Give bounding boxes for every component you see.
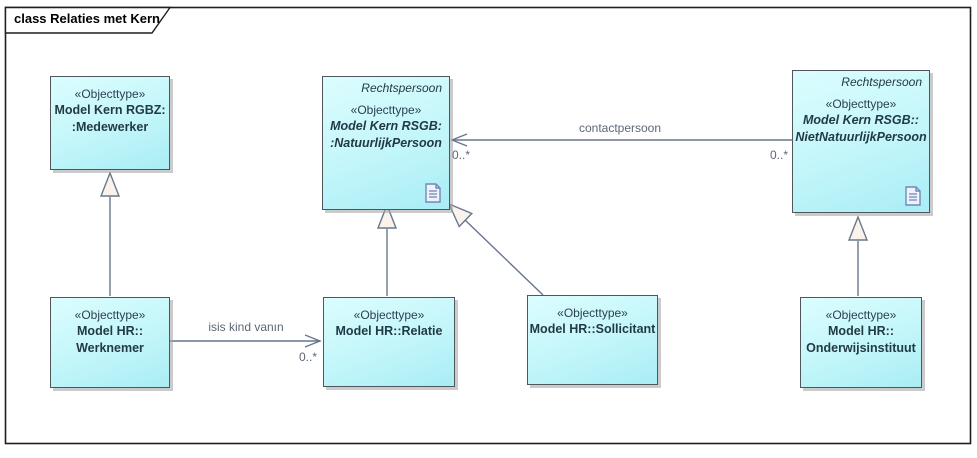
stereotype-label: «Objecttype»	[825, 97, 897, 111]
document-icon	[425, 183, 441, 203]
class-name-line: Model Kern RGBZ:	[54, 103, 166, 117]
class-name-line: Model Kern RSGB::	[803, 113, 919, 127]
association-label-contactpersoon: contactpersoon	[578, 121, 662, 135]
stereotype-label: «Objecttype»	[353, 308, 425, 322]
class-nietnatuurlijkpersoon[interactable]: Rechtspersoon «Objecttype» Model Kern RS…	[792, 70, 930, 213]
diagram-title-tab	[4, 6, 172, 34]
multiplicity-label: 0..*	[769, 148, 788, 162]
generalization-relatie-natuurlijkpersoon[interactable]	[376, 203, 398, 296]
class-medewerker[interactable]: «Objecttype» Model Kern RGBZ: :Medewerke…	[50, 76, 170, 170]
document-icon	[905, 186, 921, 206]
class-natuurlijkpersoon[interactable]: Rechtspersoon «Objecttype» Model Kern RS…	[322, 76, 450, 210]
association-label-is-kind-van: isis kind vanın	[208, 320, 284, 334]
diagram-title: class Relaties met Kern	[14, 11, 160, 26]
generalization-werknemer-medewerker[interactable]	[99, 171, 121, 296]
multiplicity-label: 0..*	[452, 148, 471, 162]
stereotype-label: «Objecttype»	[350, 103, 422, 117]
generalization-sollicitant-natuurlijkpersoon[interactable]	[447, 202, 544, 296]
stereotype-label: «Objecttype»	[557, 306, 628, 320]
association-is-kind-van[interactable]	[170, 334, 322, 348]
classifier-label: Rechtspersoon	[361, 81, 442, 95]
association-contactpersoon[interactable]	[450, 133, 792, 147]
class-name-line: :Medewerker	[71, 120, 149, 134]
class-name-line: Model HR::	[828, 324, 894, 338]
class-onderwijsinstituut[interactable]: «Objecttype» Model HR:: Onderwijsinstitu…	[800, 297, 922, 388]
diagram-frame-border	[4, 6, 972, 445]
class-name-line: Werknemer	[76, 341, 144, 355]
stereotype-label: «Objecttype»	[74, 87, 146, 101]
class-name-line: Model HR::Relatie	[335, 324, 443, 338]
multiplicity-label: 0..*	[298, 350, 317, 364]
class-name-line: Model HR::Sollicitant	[529, 322, 656, 336]
class-name-line: Onderwijsinstituut	[806, 341, 916, 355]
class-name-line: NietNatuurlijkPersoon	[795, 130, 927, 144]
stereotype-label: «Objecttype»	[825, 308, 897, 322]
class-name-line: :NatuurlijkPersoon	[330, 136, 442, 150]
class-sollicitant[interactable]: «Objecttype» Model HR::Sollicitant	[527, 295, 658, 385]
class-name-line: Model Kern RSGB:	[330, 119, 442, 133]
class-name-line: Model HR::	[77, 324, 143, 338]
stereotype-label: «Objecttype»	[74, 308, 146, 322]
generalization-onderwijsinstituut-nietnatuurlijkpersoon[interactable]	[847, 215, 869, 296]
class-relatie[interactable]: «Objecttype» Model HR::Relatie	[323, 297, 455, 387]
class-werknemer[interactable]: «Objecttype» Model HR:: Werknemer	[50, 297, 170, 388]
classifier-label: Rechtspersoon	[841, 75, 922, 89]
